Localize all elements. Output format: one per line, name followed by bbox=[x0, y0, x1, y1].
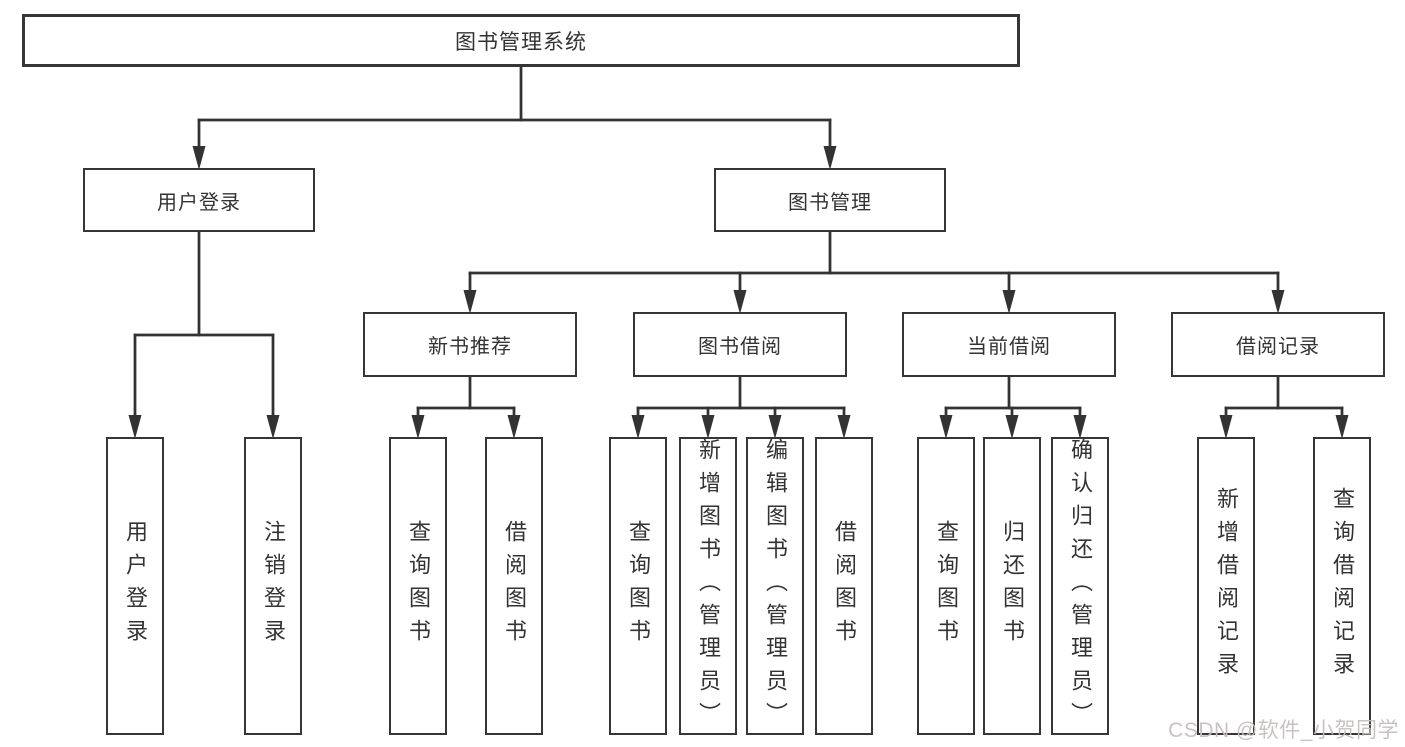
leaf-label: 用户登录 bbox=[123, 520, 148, 652]
leaf-query-books: 查询图书 bbox=[389, 437, 447, 735]
node-new-book-recommendation: 新书推荐 bbox=[363, 312, 577, 377]
leaf-label: 新增借阅记录 bbox=[1214, 487, 1239, 685]
watermark: CSDN @软件_小贺同学 bbox=[1168, 719, 1399, 742]
leaf-label: 注销登录 bbox=[261, 520, 286, 652]
leaf-query-books: 查询图书 bbox=[917, 437, 975, 735]
leaf-label: 借阅图书 bbox=[502, 520, 527, 652]
node-book-borrowing: 图书借阅 bbox=[633, 312, 847, 377]
leaf-label: 编辑图书（管理员） bbox=[763, 437, 788, 735]
arrow-heads bbox=[128, 146, 1349, 439]
leaf-query-borrow-record: 查询借阅记录 bbox=[1313, 437, 1371, 735]
node-current-borrowing: 当前借阅 bbox=[902, 312, 1116, 377]
leaf-label: 借阅图书 bbox=[832, 520, 857, 652]
leaf-label: 归还图书 bbox=[1000, 520, 1025, 652]
leaf-edit-book-admin: 编辑图书（管理员） bbox=[746, 437, 804, 735]
leaf-label: 查询借阅记录 bbox=[1330, 487, 1355, 685]
node-label: 图书借阅 bbox=[698, 336, 782, 358]
node-label: 当前借阅 bbox=[967, 336, 1051, 358]
node-book-management-system: 图书管理系统 bbox=[22, 14, 1020, 67]
leaf-label: 确认归还（管理员） bbox=[1068, 437, 1093, 735]
leaf-borrow-books: 借阅图书 bbox=[485, 437, 543, 735]
node-label: 借阅记录 bbox=[1236, 336, 1320, 358]
leaf-query-books: 查询图书 bbox=[609, 437, 667, 735]
leaf-user-login: 用户登录 bbox=[106, 437, 164, 735]
leaf-borrow-books: 借阅图书 bbox=[815, 437, 873, 735]
node-label: 用户登录 bbox=[157, 191, 241, 214]
leaf-add-book-admin: 新增图书（管理员） bbox=[679, 437, 737, 735]
node-book-management: 图书管理 bbox=[714, 168, 946, 232]
leaf-label: 新增图书（管理员） bbox=[696, 437, 721, 735]
leaf-label: 查询图书 bbox=[626, 520, 651, 652]
leaf-label: 查询图书 bbox=[406, 520, 431, 652]
leaf-return-books: 归还图书 bbox=[983, 437, 1041, 735]
node-borrowing-records: 借阅记录 bbox=[1171, 312, 1385, 377]
leaf-label: 查询图书 bbox=[934, 520, 959, 652]
leaf-confirm-return-admin: 确认归还（管理员） bbox=[1051, 437, 1109, 735]
node-label: 图书管理系统 bbox=[455, 30, 587, 54]
leaf-logout: 注销登录 bbox=[244, 437, 302, 735]
node-label: 图书管理 bbox=[788, 191, 872, 214]
node-label: 新书推荐 bbox=[428, 336, 512, 358]
node-user-login: 用户登录 bbox=[83, 168, 315, 232]
leaf-add-borrow-record: 新增借阅记录 bbox=[1197, 437, 1255, 735]
